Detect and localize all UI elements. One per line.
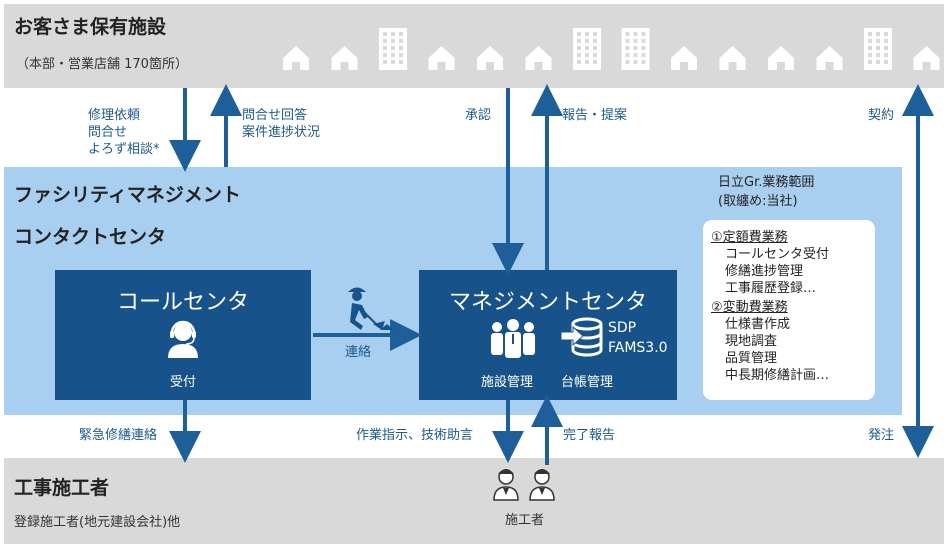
- house-icon: [719, 46, 746, 70]
- house-icon: [816, 46, 843, 70]
- business-scope-box: ①定額費業務 コールセンタ受付 修繕進捗管理 工事履歴登録… ②変動費業務 仕様…: [703, 220, 875, 400]
- worker-icon: [529, 469, 555, 501]
- scope-item: ②変動費業務: [711, 300, 788, 315]
- system-name-sdp: SDP: [608, 320, 637, 336]
- house-icon: [477, 46, 503, 70]
- liaison-label: 連絡: [345, 345, 372, 360]
- approval-label: 承認: [465, 108, 492, 123]
- fm-center-title-line2: コンタクトセンタ: [14, 226, 167, 248]
- request-line: 問合せ: [88, 125, 128, 140]
- operator-headset-icon: [164, 318, 202, 358]
- house-icon: [525, 46, 552, 70]
- answer-line: 案件進捗状況: [242, 125, 321, 140]
- fm-center-title-line1: ファシリティマネジメント: [14, 184, 241, 206]
- facility-icons-row: [283, 28, 940, 70]
- customer-subtitle: （本部・営業店舗 170箇所）: [16, 57, 188, 72]
- facility-staff-group-icon: [487, 318, 539, 360]
- contractor-title: 工事施工者: [14, 477, 110, 499]
- request-line: よろず相談*: [88, 142, 160, 157]
- building-icon: [573, 28, 601, 70]
- management-center-title: マネジメントセンタ: [448, 290, 647, 315]
- house-icon: [331, 46, 358, 70]
- building-icon: [379, 28, 407, 70]
- facility-management-label: 施設管理: [481, 375, 534, 390]
- customer-facilities-band: [4, 4, 944, 88]
- contractor-band: [4, 458, 944, 544]
- request-line: 修理依頼: [88, 108, 141, 123]
- customer-title: お客さま保有施設: [14, 16, 167, 38]
- system-name-fams: FAMS3.0: [608, 340, 668, 356]
- scope-item: コールセンタ受付: [725, 247, 830, 262]
- house-icon: [283, 46, 309, 70]
- scope-item: 工事履歴登録…: [725, 281, 817, 296]
- contract-label: 契約: [868, 108, 895, 123]
- completion-report-label: 完了報告: [563, 428, 616, 443]
- call-center-title: コールセンタ: [116, 290, 249, 315]
- management-center-box: マネジメントセンタ SDP FAMS3.0 施設管理 台帳管理: [419, 270, 677, 400]
- order-label: 発注: [868, 428, 895, 443]
- work-instruction-label: 作業指示、技術助言: [356, 428, 474, 443]
- construction-worker-icon: [348, 287, 394, 330]
- worker-icon: [493, 469, 519, 501]
- scope-item: 修繕進捗管理: [725, 264, 804, 279]
- database-icon: [559, 316, 605, 360]
- house-icon: [913, 46, 940, 70]
- building-icon: [864, 28, 892, 70]
- house-icon: [768, 46, 794, 70]
- building-icon: [621, 28, 650, 70]
- scope-item: 現地調査: [725, 334, 778, 349]
- answer-line: 問合せ回答: [242, 108, 308, 123]
- scope-item: ①定額費業務: [711, 230, 788, 245]
- answer-label: 問合せ回答 案件進捗状況: [242, 107, 320, 141]
- call-center-box: コールセンタ 受付: [55, 270, 311, 400]
- scope-item: 品質管理: [725, 351, 778, 366]
- scope-item: 中長期修繕計画…: [725, 368, 830, 383]
- workers-label: 施工者: [505, 513, 545, 528]
- contractor-subtitle: 登録施工者(地元建設会社)他: [14, 515, 181, 530]
- request-label: 修理依頼 問合せ よろず相談*: [88, 107, 160, 158]
- house-icon: [671, 46, 697, 70]
- reception-label: 受付: [169, 375, 196, 390]
- scope-item: 仕様書作成: [725, 317, 791, 332]
- report-proposal-label: 報告・提案: [562, 108, 628, 123]
- emergency-label: 緊急修繕連絡: [79, 428, 158, 443]
- house-icon: [428, 46, 455, 70]
- ledger-management-label: 台帳管理: [561, 375, 614, 390]
- scope-heading-line1: 日立Gr.業務範囲: [718, 175, 815, 190]
- scope-heading-line2: (取纏め:当社): [718, 194, 798, 209]
